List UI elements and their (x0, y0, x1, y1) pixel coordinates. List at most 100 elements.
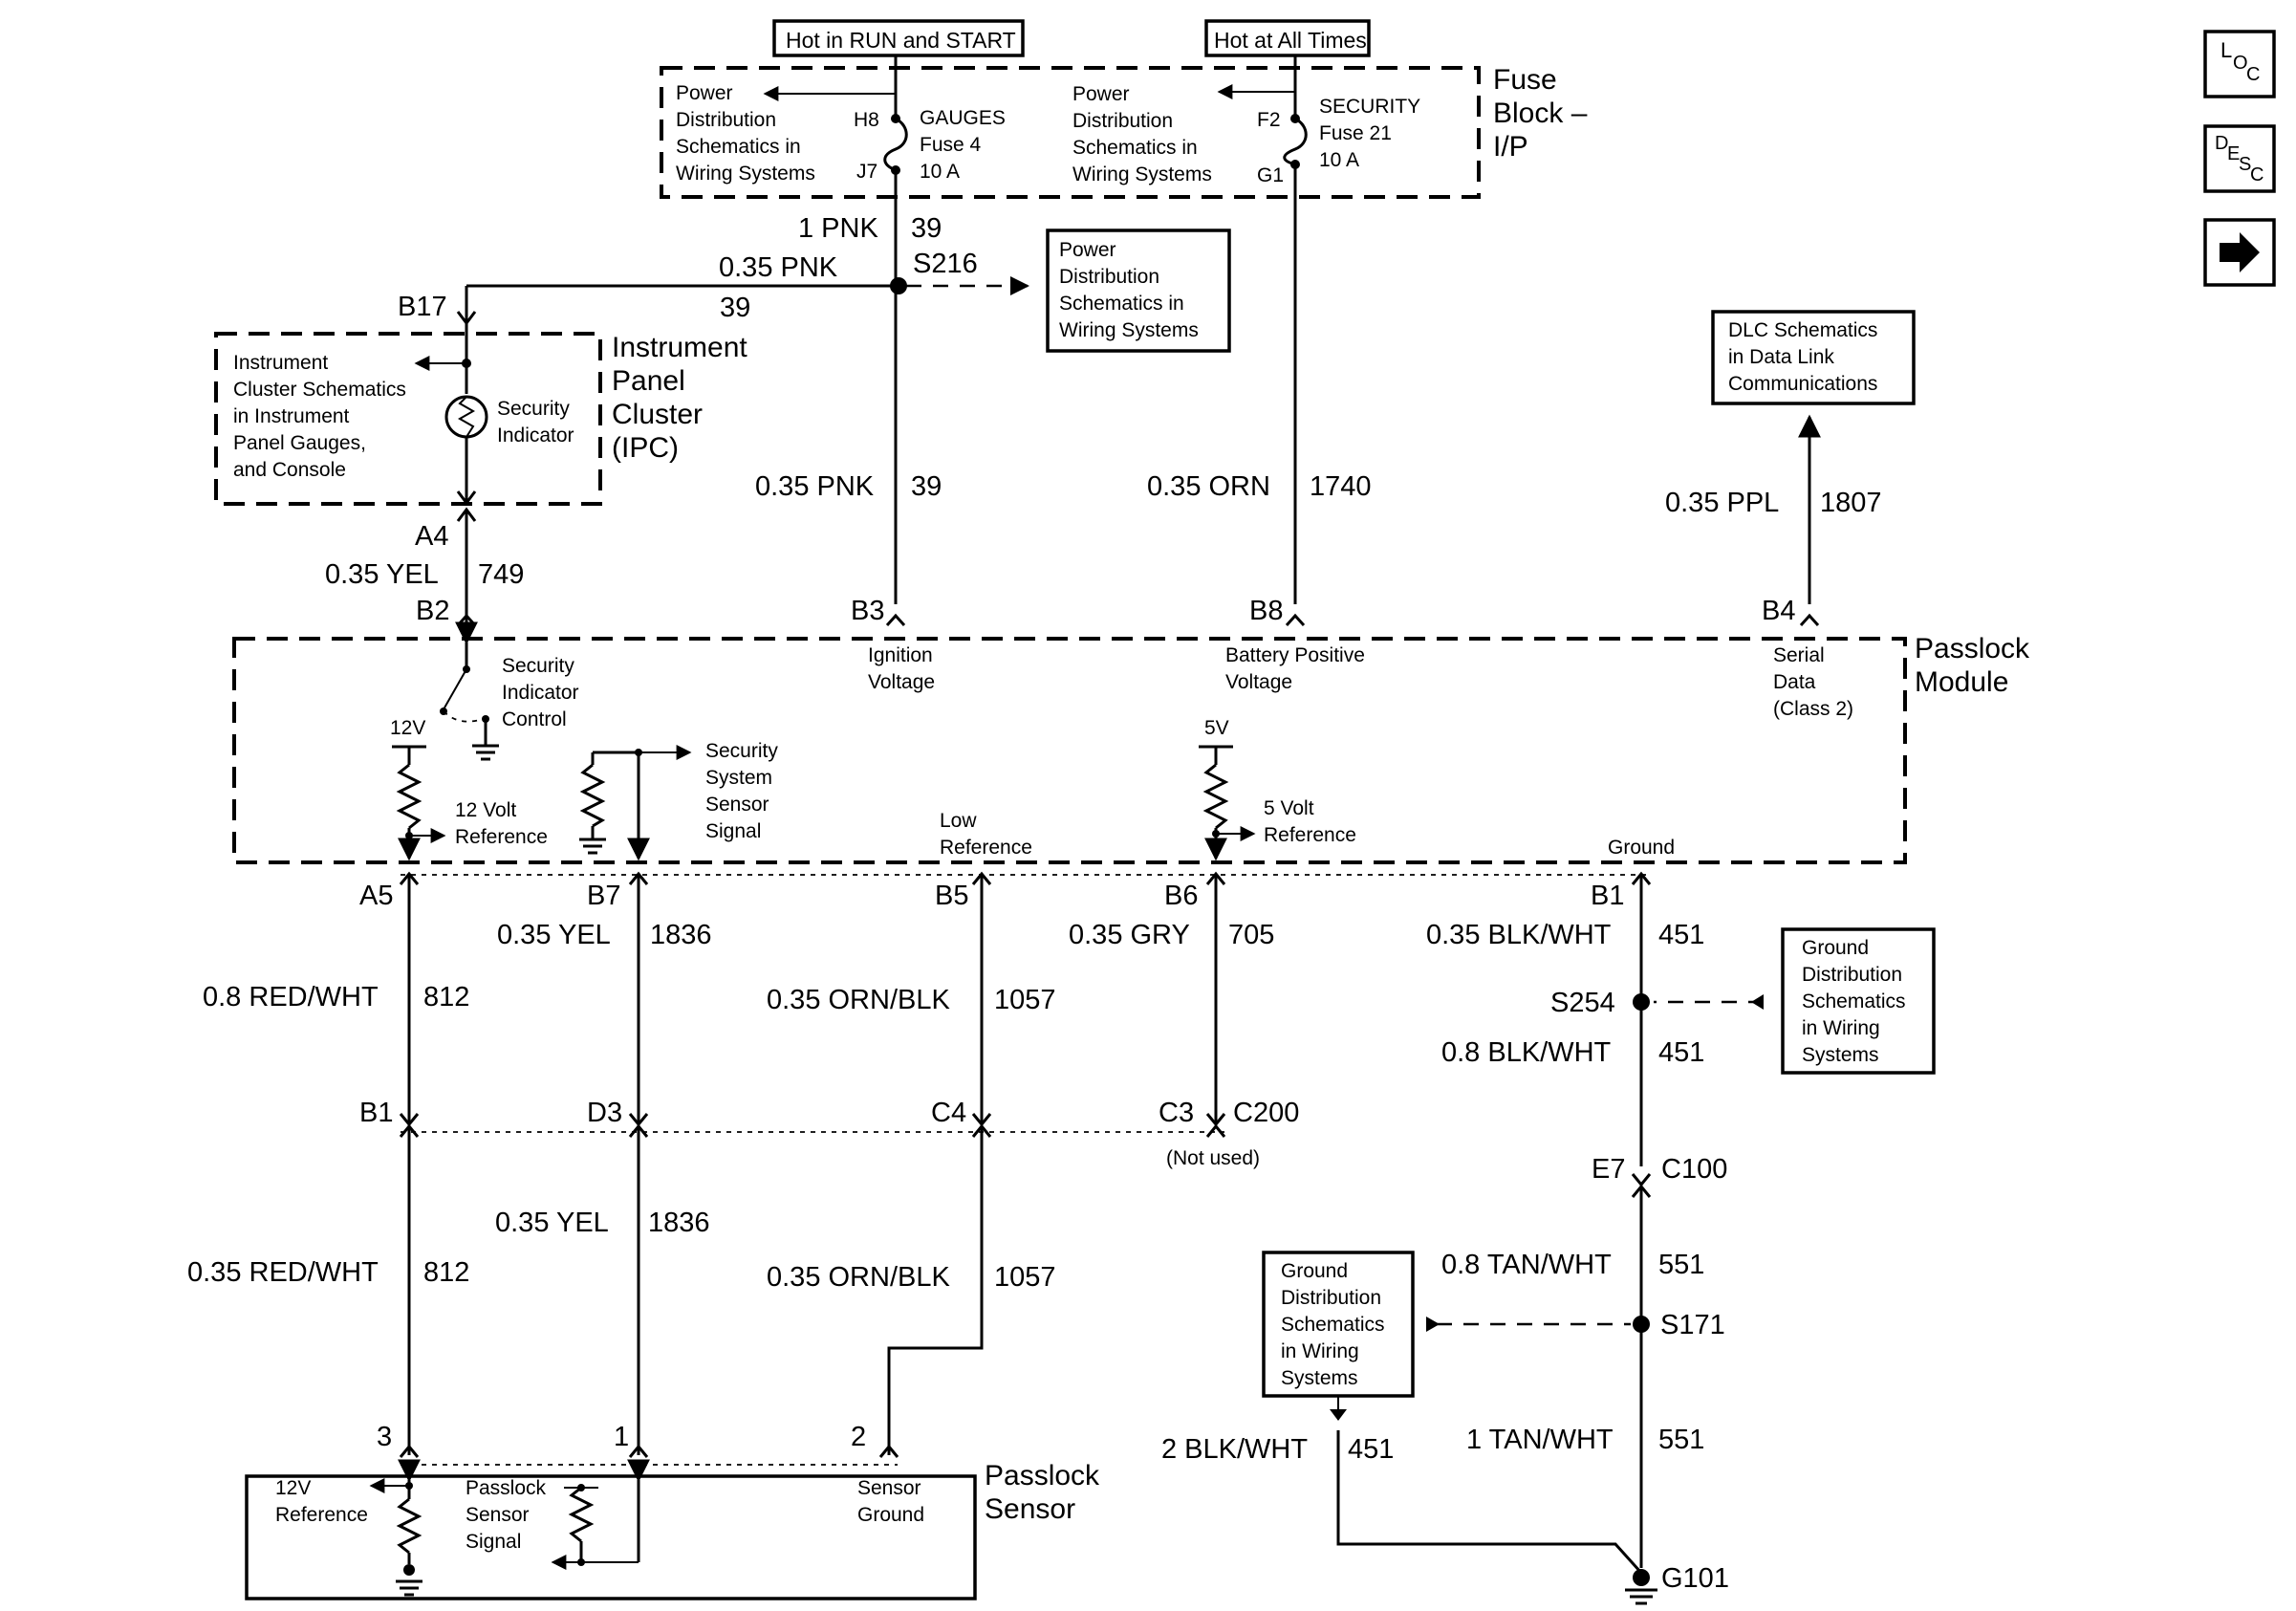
ipc-note: Instrument Cluster Schematics in Instrum… (233, 352, 406, 481)
module-12v-label: 12V (390, 717, 425, 739)
splice-s216 (890, 277, 907, 294)
serial-data-label: Serial Data (Class 2) (1773, 644, 1853, 720)
svg-text:Fuse 21: Fuse 21 (1319, 122, 1392, 144)
wire-1740-circuit: 1740 (1310, 471, 1372, 502)
wire-1057-circuit-a: 1057 (994, 985, 1056, 1015)
svg-text:Ground: Ground (857, 1504, 924, 1526)
c200-not-used: (Not used) (1166, 1147, 1260, 1169)
wire-551-gauge-a: 0.8 TAN/WHT (1441, 1250, 1612, 1280)
fuse4-pin-in: H8 (854, 109, 879, 131)
svg-text:in Wiring: in Wiring (1281, 1340, 1359, 1362)
desc-button[interactable]: D E S C (2203, 124, 2276, 193)
wire-1836-circuit-b: 1836 (648, 1208, 710, 1238)
svg-text:I/P: I/P (1493, 131, 1528, 163)
wire-812-gauge-b: 0.35 RED/WHT (187, 1257, 379, 1288)
svg-text:Distribution: Distribution (676, 109, 776, 131)
wire-551-circuit-b: 551 (1658, 1425, 1704, 1455)
passlock-module-outline (232, 637, 1907, 864)
svg-text:Security: Security (705, 740, 778, 762)
svg-text:Wiring Systems: Wiring Systems (1072, 163, 1212, 185)
ipc-pin-a4: A4 (415, 521, 448, 552)
svg-text:in Data Link: in Data Link (1728, 346, 1834, 368)
svg-text:12V: 12V (275, 1477, 311, 1499)
fuse-gauges-label: GAUGES Fuse 4 10 A (920, 107, 1006, 183)
module-pin-b3: B3 (851, 596, 884, 626)
svg-text:Instrument: Instrument (612, 332, 747, 363)
wire-39-gauge-b: 0.35 PNK (719, 252, 838, 283)
svg-text:Voltage: Voltage (1225, 671, 1292, 693)
svg-text:Block –: Block – (1493, 98, 1588, 129)
splice-s254 (1633, 993, 1650, 1011)
wire-451-circuit-a: 451 (1658, 920, 1704, 950)
svg-text:GAUGES: GAUGES (920, 107, 1006, 129)
svg-text:Power: Power (676, 82, 733, 104)
module-pin-b7: B7 (587, 881, 620, 911)
svg-text:in Wiring: in Wiring (1802, 1017, 1880, 1039)
module-ground-label: Ground (1608, 837, 1675, 859)
svg-text:Passlock: Passlock (1915, 633, 2030, 664)
svg-text:Schematics in: Schematics in (1072, 137, 1198, 159)
splice-s171 (1633, 1316, 1650, 1333)
wire-451-gauge-a: 0.35 BLK/WHT (1426, 920, 1612, 950)
svg-text:Module: Module (1915, 666, 2008, 698)
svg-text:(Class 2): (Class 2) (1773, 698, 1853, 720)
svg-text:C: C (2250, 164, 2264, 185)
c200-label: C200 (1233, 1098, 1299, 1128)
svg-text:Data: Data (1773, 671, 1816, 693)
wire-1057-gauge-b: 0.35 ORN/BLK (767, 1262, 950, 1293)
svg-text:Ground: Ground (1802, 937, 1869, 959)
svg-text:Systems: Systems (1281, 1367, 1358, 1389)
next-page-button[interactable] (2203, 218, 2276, 287)
svg-text:E: E (2227, 143, 2240, 164)
security-indicator-label: Security Indicator (497, 398, 574, 446)
passlock-module-title: Passlock Module (1915, 633, 2030, 698)
svg-text:Signal: Signal (705, 820, 761, 842)
sensor-12v-reference-label: 12V Reference (275, 1477, 368, 1526)
wire-812-circuit-b: 812 (423, 1257, 469, 1288)
svg-text:Serial: Serial (1773, 644, 1825, 666)
fuse-security-label: SECURITY Fuse 21 10 A (1319, 96, 1420, 171)
svg-text:10 A: 10 A (1319, 149, 1359, 171)
svg-text:C: C (2246, 64, 2260, 85)
svg-text:Ignition: Ignition (868, 644, 933, 666)
svg-text:5 Volt: 5 Volt (1264, 797, 1314, 819)
wire-451-circuit-b: 451 (1658, 1037, 1704, 1068)
svg-text:Systems: Systems (1802, 1044, 1879, 1066)
c100-label: C100 (1661, 1154, 1727, 1185)
wire-39-gauge-a: 1 PNK (798, 213, 878, 244)
svg-text:and Console: and Console (233, 459, 346, 481)
security-indicator-lamp (444, 395, 488, 439)
ground-g101 (1633, 1569, 1650, 1586)
s216-note: Power Distribution Schematics in Wiring … (1059, 239, 1199, 341)
module-pin-b2: B2 (416, 596, 449, 626)
security-indicator-control-label: Security Indicator Control (502, 655, 579, 730)
module-pin-a5: A5 (359, 881, 393, 911)
svg-text:Cluster: Cluster (612, 399, 703, 430)
svg-text:Sensor: Sensor (985, 1493, 1075, 1525)
svg-text:Voltage: Voltage (868, 671, 935, 693)
svg-text:Fuse: Fuse (1493, 64, 1557, 96)
loc-button[interactable]: L O C (2203, 30, 2276, 98)
svg-text:Panel: Panel (612, 365, 685, 397)
svg-text:S: S (2239, 154, 2251, 175)
svg-text:Signal: Signal (466, 1531, 521, 1553)
svg-text:Security: Security (502, 655, 574, 677)
svg-text:Schematics: Schematics (1281, 1314, 1385, 1336)
svg-text:Schematics in: Schematics in (1059, 293, 1184, 315)
passlock-sensor-outline (245, 1474, 977, 1600)
module-pin-b5: B5 (935, 881, 968, 911)
wire-812-circuit-a: 812 (423, 982, 469, 1012)
dlc-note: DLC Schematics in Data Link Communicatio… (1728, 319, 1877, 395)
desc-icon: D (2215, 133, 2228, 154)
fuse21-pin-out: G1 (1257, 164, 1284, 186)
low-reference-label: Low Reference (940, 810, 1032, 859)
loc-icon: L (2220, 38, 2232, 62)
hot-all-times-label: Hot at All Times (1214, 28, 1367, 53)
module-5v-label: 5V (1204, 717, 1229, 739)
sensor-pin-3: 3 (377, 1422, 392, 1452)
svg-text:Wiring Systems: Wiring Systems (676, 163, 815, 185)
svg-text:O: O (2233, 53, 2248, 74)
wire-451-gauge-b: 0.8 BLK/WHT (1441, 1037, 1612, 1068)
fuse4-pin-out: J7 (856, 161, 877, 183)
fuse-block-outline (660, 66, 1481, 199)
